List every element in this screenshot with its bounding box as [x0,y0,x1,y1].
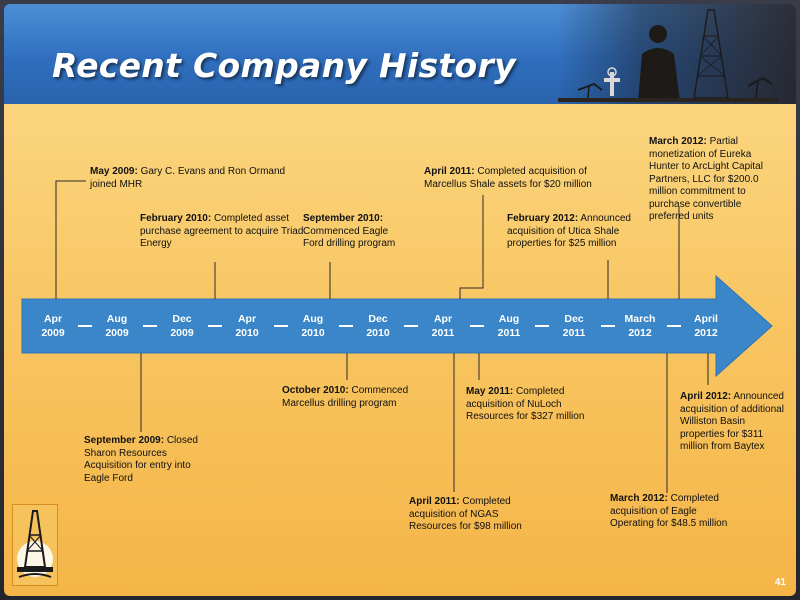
timeline-dash [274,325,288,327]
timeline-dash [208,325,222,327]
event-oct-2010: October 2010: Commenced Marcellus drilli… [282,385,409,409]
timeline-dash [470,325,484,327]
event-may-2009: May 2009: Gary C. Evans and Ron Ormand j… [90,166,286,190]
event-sep-2010: September 2010: Commenced Eagle Ford dri… [303,213,396,249]
event-sep-2009: September 2009: Closed Sharon Resources … [84,435,198,484]
event-may-2011: May 2011: Completed acquisition of NuLoc… [466,386,585,422]
oil-rig-icon [558,9,778,102]
timeline-dash [667,325,681,327]
timeline-dash [601,325,615,327]
page-number: 41 [774,577,786,588]
company-logo [12,504,58,586]
derrick-logo-icon [13,505,57,585]
timeline-dash [339,325,353,327]
page-title: Recent Company History [52,46,516,85]
event-feb-2012: February 2012: Announced acquisition of … [507,213,631,249]
event-apr-2012: April 2012: Announced acquisition of add… [680,391,784,452]
timeline-dash [404,325,418,327]
event-mar-2012-eagle: March 2012: Completed acquisition of Eag… [610,493,728,529]
timeline-dash [535,325,549,327]
event-feb-2010: February 2010: Completed asset purchase … [140,213,304,249]
timeline-dash [78,325,92,327]
connector-may-2009 [55,180,86,299]
slide-header: Recent Company History [4,4,796,104]
event-apr-2011-marcellus: April 2011: Completed acquisition of Mar… [424,166,592,190]
event-mar-2012-partial: March 2012: Partial monetization of Eure… [649,136,763,222]
timeline-arrow [21,274,773,378]
event-apr-2011-ngas: April 2011: Completed acquisition of NGA… [409,496,522,532]
connector-apr-2011-marcellus [459,195,484,299]
timeline-dash [143,325,157,327]
